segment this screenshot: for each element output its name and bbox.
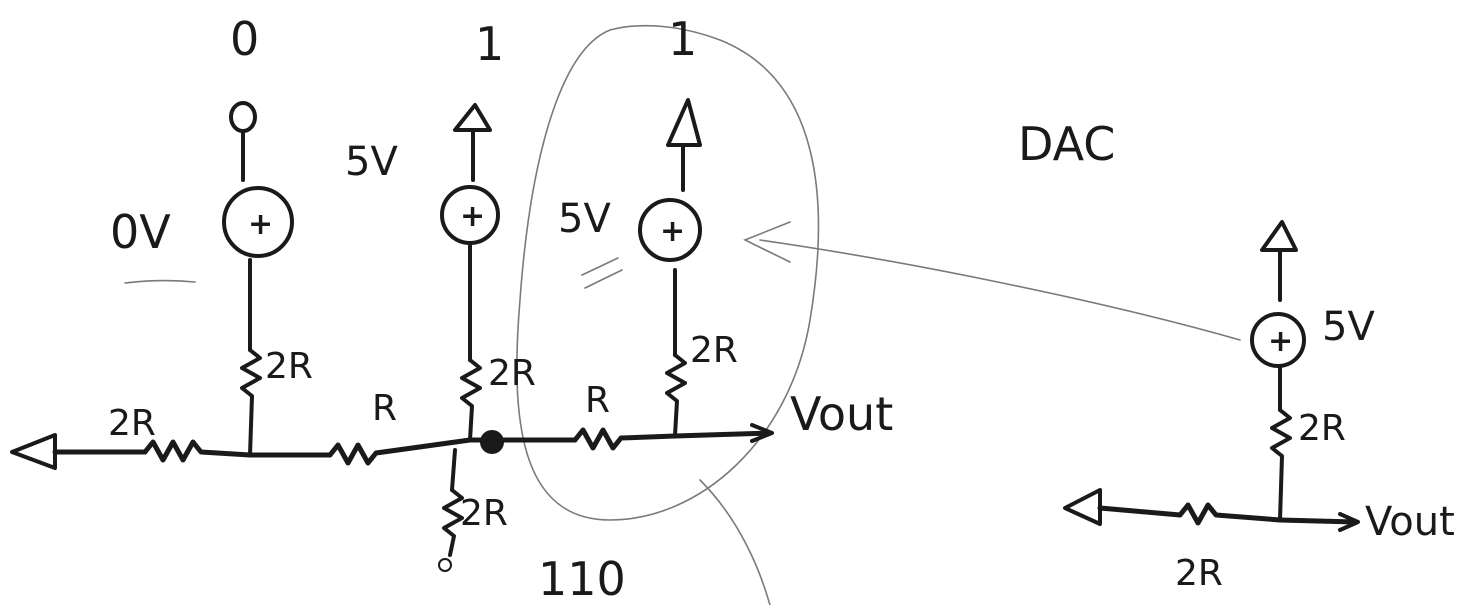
thevenin-ground-icon xyxy=(1063,488,1102,526)
resistor-bottom-icon xyxy=(442,488,464,557)
source-0-label: 0V xyxy=(110,205,171,259)
resistor-thev-series-label: 2R xyxy=(1298,408,1346,449)
source-0-icon xyxy=(222,186,294,258)
bit-2-label: 1 xyxy=(668,12,697,66)
resistor-bottom-label: 2R xyxy=(460,493,508,534)
source-0-sign: + xyxy=(248,207,273,242)
pencil-smudge xyxy=(124,279,196,284)
ground-left-icon xyxy=(10,433,57,470)
stage0-terminal-icon xyxy=(229,101,257,133)
thevenin-source-sign: + xyxy=(1268,324,1293,359)
resistor-series0-icon xyxy=(142,439,253,463)
vout-label: Vout xyxy=(790,387,893,441)
thevenin-output-arrow-icon xyxy=(1338,512,1360,532)
arrow-head xyxy=(743,221,791,263)
highlight-loop xyxy=(516,24,820,521)
resistor-ladder1-label: R xyxy=(372,388,397,429)
stage1-terminal-icon xyxy=(453,103,492,132)
output-arrow-icon xyxy=(750,423,774,443)
bit-0-label: 0 xyxy=(230,12,259,66)
resistor-ladder2-icon xyxy=(572,427,678,451)
dac-title: DAC xyxy=(1018,117,1115,171)
source-2-label: 5V xyxy=(558,196,611,242)
thevenin-source-label: 5V xyxy=(1322,304,1375,350)
equivalence-arrow xyxy=(759,239,1241,341)
source-1-label: 5V xyxy=(345,139,398,185)
resistor-bit2-label: 2R xyxy=(690,330,738,371)
ground-bottom-icon xyxy=(438,558,452,572)
source-2-icon xyxy=(638,198,702,262)
resistor-bit0-icon xyxy=(240,348,262,457)
resistor-bit1-icon xyxy=(460,358,482,442)
stage2-terminal-icon xyxy=(666,98,702,147)
loop-tail xyxy=(699,479,771,605)
resistor-ladder1-icon xyxy=(327,437,473,466)
source-2-sign: + xyxy=(660,214,685,249)
resistor-thev-ground-icon xyxy=(1177,502,1283,526)
resistor-bit1-label: 2R xyxy=(488,353,536,394)
resistor-bit2-icon xyxy=(665,353,687,437)
thevenin-terminal-icon xyxy=(1260,220,1298,252)
binary-code-label: 110 xyxy=(538,552,626,605)
resistor-bit0-label: 2R xyxy=(265,346,313,387)
resistor-thev-ground-label: 2R xyxy=(1175,553,1223,594)
resistor-series0-label: 2R xyxy=(108,403,156,444)
thevenin-vout-label: Vout xyxy=(1365,499,1455,545)
pencil-smudge-2 xyxy=(581,257,623,289)
resistor-thev-series-icon xyxy=(1270,408,1292,522)
source-1-sign: + xyxy=(460,199,485,234)
bit-1-label: 1 xyxy=(475,17,504,71)
resistor-ladder2-label: R xyxy=(585,380,610,421)
